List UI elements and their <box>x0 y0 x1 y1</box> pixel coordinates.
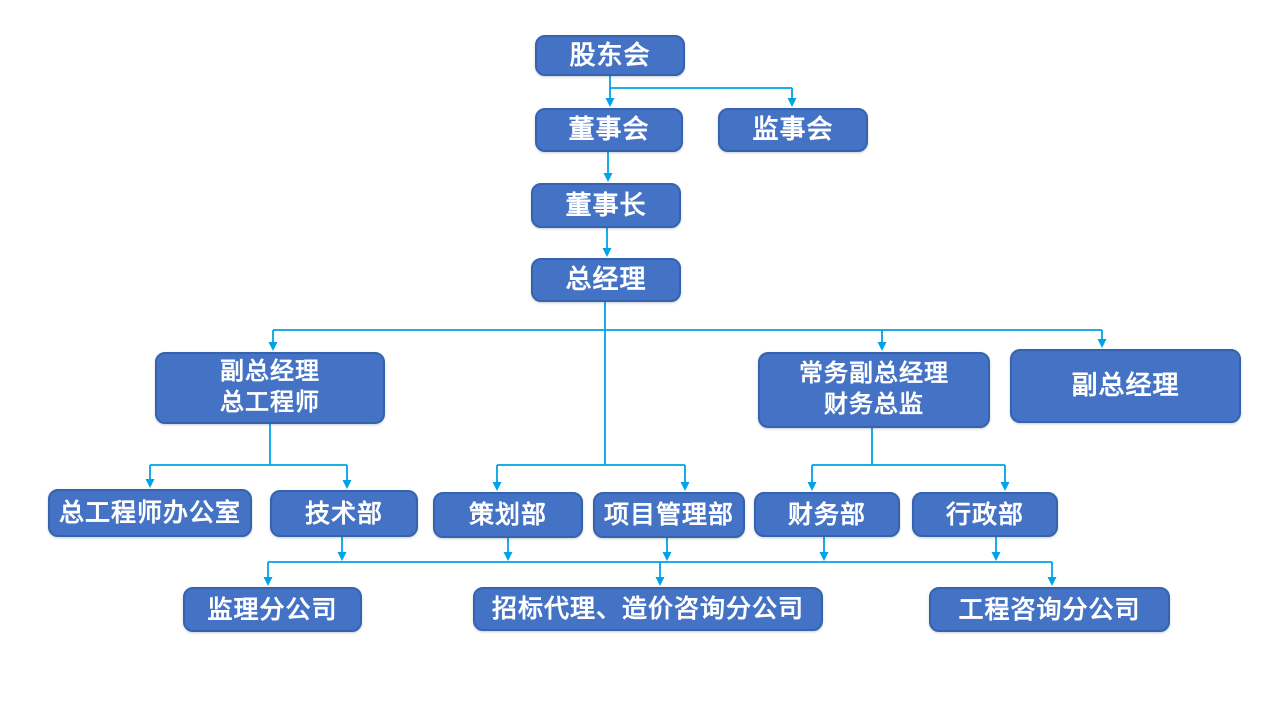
node-bidding-cost-consulting-branch: 招标代理、造价咨询分公司 <box>473 587 823 631</box>
node-label: 总工程师办公室 <box>58 499 241 527</box>
node-chief-engineer-office: 总工程师办公室 <box>48 489 252 537</box>
node-label: 策划部 <box>468 501 547 529</box>
node-label: 副总经理 总工程师 <box>220 358 320 416</box>
node-label: 董事会 <box>568 114 650 145</box>
node-shareholders-meeting: 股东会 <box>535 35 685 76</box>
node-label: 财务部 <box>787 500 866 529</box>
connectors <box>145 76 1107 586</box>
node-general-manager: 总经理 <box>531 258 681 302</box>
node-deputy-gm-chief-engineer: 副总经理 总工程师 <box>155 352 385 424</box>
node-administration-dept: 行政部 <box>912 492 1058 537</box>
node-label: 技术部 <box>304 499 383 528</box>
node-label: 总经理 <box>565 264 647 295</box>
node-label: 股东会 <box>569 39 651 70</box>
node-engineering-consulting-branch: 工程咨询分公司 <box>929 587 1170 632</box>
node-executive-deputy-gm-cfo: 常务副总经理 财务总监 <box>758 352 990 428</box>
node-label: 行政部 <box>945 500 1024 529</box>
node-board-of-directors: 董事会 <box>535 108 683 152</box>
node-label: 常务副总经理 财务总监 <box>799 360 949 418</box>
node-planning-dept: 策划部 <box>433 492 583 538</box>
node-label: 监理分公司 <box>207 595 338 624</box>
node-supervisory-board: 监事会 <box>718 108 868 152</box>
node-label: 副总经理 <box>1071 370 1180 401</box>
node-finance-dept: 财务部 <box>754 492 900 537</box>
node-technical-dept: 技术部 <box>270 490 418 537</box>
node-label: 项目管理部 <box>603 501 734 529</box>
node-label: 招标代理、造价咨询分公司 <box>491 595 804 623</box>
node-label: 工程咨询分公司 <box>958 595 1141 624</box>
node-chairman: 董事长 <box>531 183 681 228</box>
node-supervision-branch: 监理分公司 <box>183 587 362 632</box>
node-project-management-dept: 项目管理部 <box>593 492 745 538</box>
node-label: 董事长 <box>565 189 647 220</box>
node-label: 监事会 <box>752 114 834 145</box>
node-deputy-gm: 副总经理 <box>1010 349 1241 423</box>
